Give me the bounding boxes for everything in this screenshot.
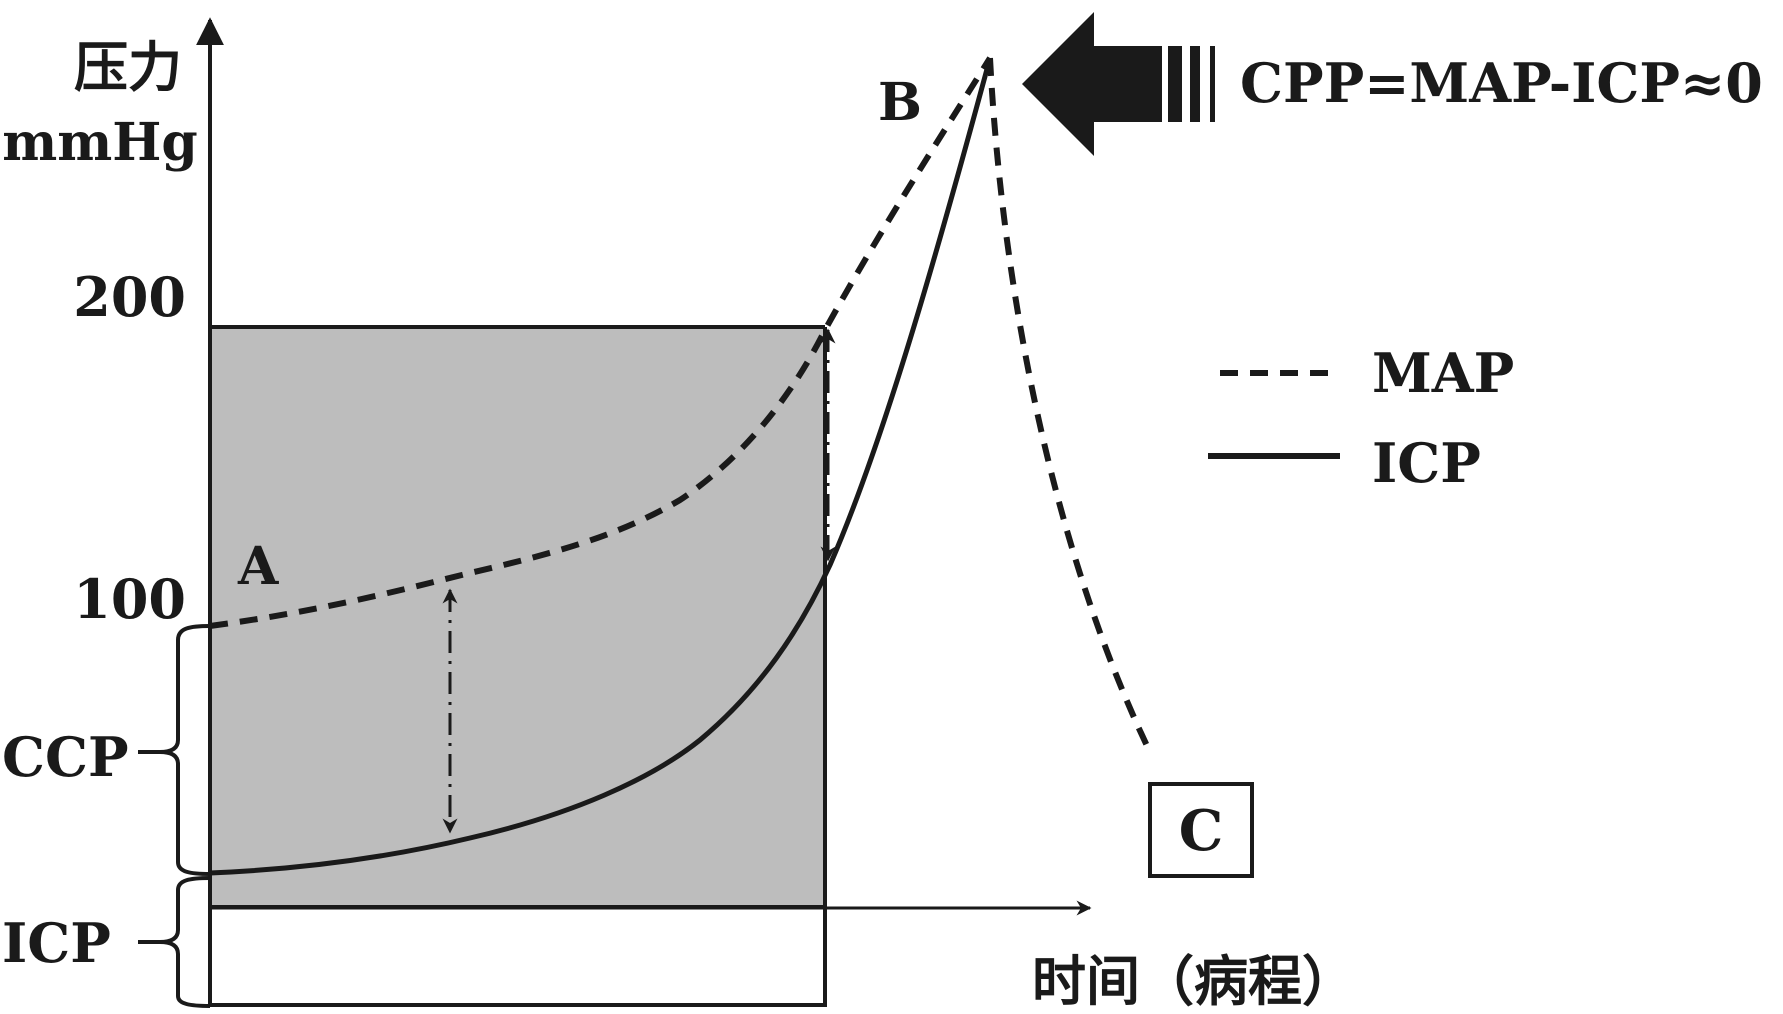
point-c-box: [1148, 782, 1254, 878]
y-axis-label: 压力: [74, 35, 182, 99]
pointer-bar-2: [1190, 46, 1200, 122]
legend-map-label: MAP: [1372, 341, 1514, 405]
tick-label-200: 200: [73, 265, 186, 329]
point-c-label: C: [1179, 798, 1224, 864]
map-curve: [209, 56, 993, 629]
cpp-formula: CPP=MAP-ICP≈0: [1240, 51, 1763, 115]
legend-icp-label: ICP: [1372, 431, 1481, 495]
y-axis-unit: mmHg: [2, 112, 198, 173]
tick-label-100: 100: [73, 567, 186, 631]
pointer-bar-1: [1168, 46, 1182, 122]
x-axis-label: 时间（病程）: [1032, 949, 1356, 1013]
point-a-label: A: [237, 536, 279, 597]
baseline-strip: [208, 905, 827, 1007]
ccp-label: CCP: [2, 725, 129, 789]
icp-bracket-label: ICP: [2, 911, 111, 975]
icp-bracket: [159, 876, 211, 1008]
map-decline-curve: [987, 57, 1151, 750]
point-b-label: B: [878, 72, 922, 133]
pointer-bar-3: [1210, 46, 1215, 122]
compensation-region: [210, 327, 825, 907]
pointer-arrow-icon: [1022, 12, 1162, 156]
ccp-bracket: [159, 624, 211, 876]
icp-curve: [209, 57, 993, 876]
